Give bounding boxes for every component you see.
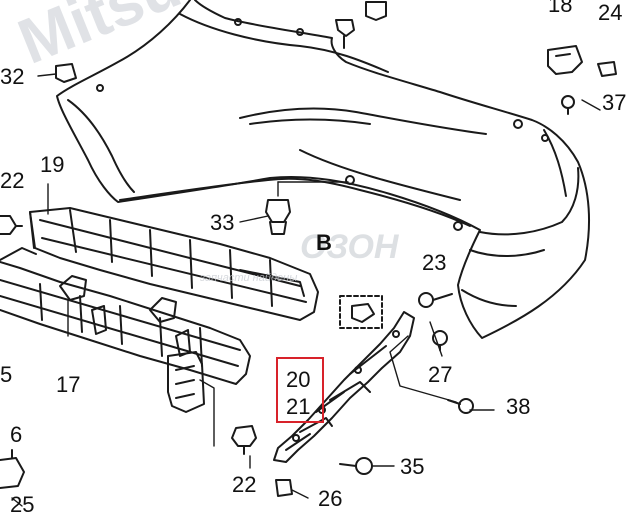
- callout-b[interactable]: B: [316, 230, 332, 255]
- upper-absorber: [29, 207, 319, 321]
- leader-lines: [11, 73, 601, 507]
- callout-5[interactable]: 5: [0, 362, 13, 387]
- callout-17[interactable]: 17: [56, 372, 81, 397]
- callout-21[interactable]: 21: [286, 394, 311, 419]
- callout-38[interactable]: 38: [506, 394, 531, 419]
- watermark-site: ОЗОН: [300, 228, 399, 266]
- bumper-cover: [56, 0, 591, 339]
- top-clip-fasteners: [335, 1, 387, 49]
- callout-22-upper[interactable]: 22: [0, 168, 25, 193]
- callout-27[interactable]: 27: [428, 362, 453, 387]
- watermark-site-sub: запчасти найдены: [200, 272, 298, 284]
- callout-6[interactable]: 6: [10, 422, 23, 447]
- callout-23[interactable]: 23: [422, 250, 447, 275]
- callout-19[interactable]: 19: [40, 152, 65, 177]
- side-bracket: [273, 311, 415, 463]
- fasteners: [0, 45, 617, 497]
- callout-35[interactable]: 35: [400, 454, 425, 479]
- callout-22-lower[interactable]: 22: [232, 472, 257, 497]
- callout-37[interactable]: 37: [602, 90, 627, 115]
- callout-32[interactable]: 32: [0, 64, 25, 89]
- callout-33[interactable]: 33: [210, 210, 235, 235]
- highlight-box: [276, 357, 324, 423]
- callout-20[interactable]: 20: [286, 367, 311, 392]
- callout-25[interactable]: 25: [10, 492, 35, 516]
- callout-24[interactable]: 24: [598, 0, 623, 25]
- callout-26[interactable]: 26: [318, 486, 343, 511]
- reinforcement-beam: [0, 247, 251, 413]
- callout-18[interactable]: 18: [548, 0, 573, 17]
